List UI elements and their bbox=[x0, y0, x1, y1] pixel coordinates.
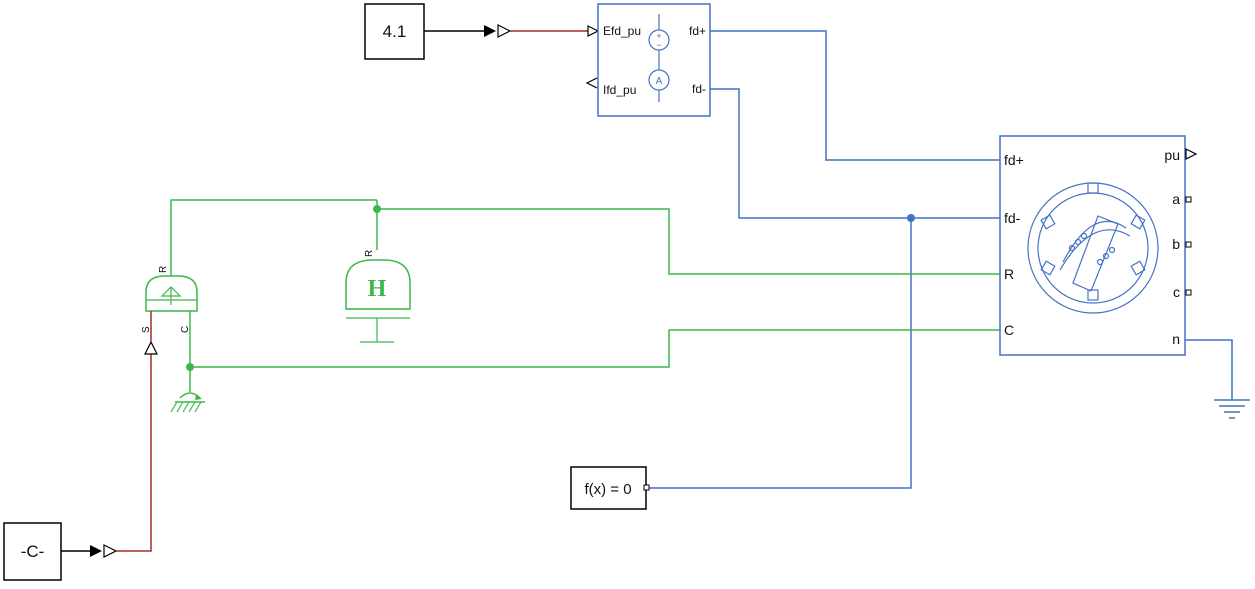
electrical-junction bbox=[907, 214, 915, 222]
synchronous-machine-block[interactable]: fd+ fd- R C pu a b c n bbox=[999, 135, 1198, 356]
c-port-label: C bbox=[180, 326, 191, 333]
c-phase-port-label: c bbox=[1173, 284, 1180, 300]
mechanical-reference-icon[interactable] bbox=[170, 392, 205, 413]
c-port-label: C bbox=[1004, 322, 1014, 338]
fd-minus-port-label: fd- bbox=[692, 82, 706, 96]
a-port-label: a bbox=[1172, 191, 1180, 207]
pu-output-port-icon bbox=[1185, 148, 1198, 160]
efd-port-label: Efd_pu bbox=[603, 24, 641, 38]
ideal-velocity-source-block[interactable]: R S C bbox=[141, 266, 198, 342]
b-port-label: b bbox=[1172, 236, 1180, 252]
ammeter-icon: A bbox=[648, 69, 670, 102]
n-port-label: n bbox=[1172, 331, 1180, 347]
exciter-block[interactable]: Efd_pu Ifd_pu fd+ fd- + − A bbox=[585, 3, 711, 117]
solver-label: f(x) = 0 bbox=[584, 481, 631, 498]
solver-configuration-block[interactable]: f(x) = 0 bbox=[570, 466, 650, 510]
fd-minus-port-label: fd- bbox=[1004, 210, 1021, 226]
inertia-block[interactable]: H R bbox=[345, 250, 411, 343]
electrical-wires[interactable] bbox=[646, 30, 1233, 489]
fd-plus-port-label: fd+ bbox=[689, 24, 706, 38]
electrical-ground-icon[interactable] bbox=[1214, 399, 1250, 419]
signal-line-4.1[interactable] bbox=[424, 24, 600, 38]
synchronous-machine-icon bbox=[1027, 182, 1159, 314]
svg-text:−: − bbox=[656, 40, 661, 50]
s-port-label: S bbox=[141, 326, 152, 333]
r-port-label: R bbox=[1004, 266, 1014, 282]
inertia-letter: H bbox=[368, 276, 387, 302]
ifd-output-port-icon bbox=[585, 77, 598, 89]
constant-value: -C- bbox=[21, 542, 45, 561]
constant-block-c[interactable]: -C- bbox=[3, 522, 62, 581]
constant-value: 4.1 bbox=[383, 22, 407, 41]
fd-plus-port-label: fd+ bbox=[1004, 152, 1024, 168]
mechanical-wires[interactable] bbox=[170, 199, 1000, 392]
constant-block-4-1[interactable]: 4.1 bbox=[364, 3, 425, 60]
svg-text:A: A bbox=[656, 76, 663, 87]
signal-line-C[interactable] bbox=[61, 340, 158, 558]
mechanical-junction bbox=[373, 205, 381, 213]
voltage-source-icon: + − bbox=[648, 14, 670, 70]
ifd-port-label: Ifd_pu bbox=[603, 83, 636, 97]
r-port-label: R bbox=[364, 250, 375, 257]
pu-port-label: pu bbox=[1164, 147, 1180, 163]
r-port-label: R bbox=[158, 266, 169, 273]
svg-text:+: + bbox=[656, 31, 661, 41]
